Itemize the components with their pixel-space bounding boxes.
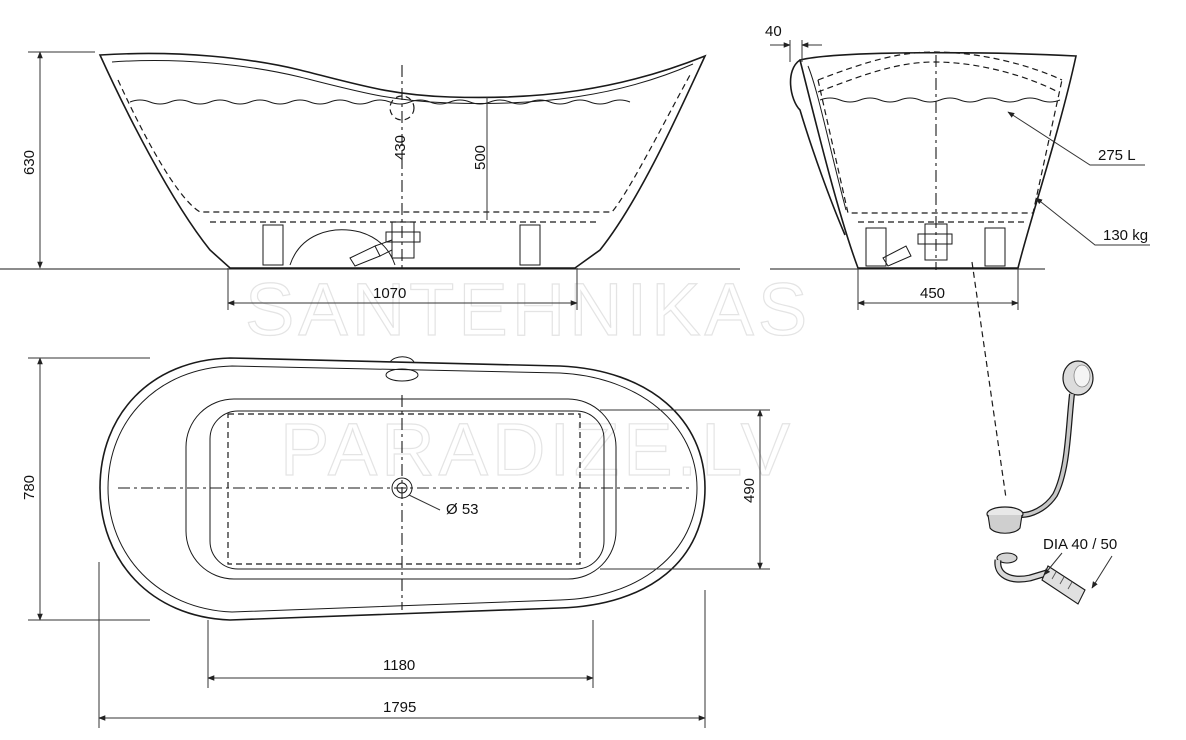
top-view-outer <box>99 357 706 621</box>
label-capacity: 275 L <box>1098 147 1136 164</box>
top-view-rim-inner <box>107 365 698 613</box>
side-view <box>0 51 740 310</box>
siphon-outlet <box>1041 565 1086 605</box>
leader-dia-1 <box>1043 552 1063 576</box>
end-view <box>770 40 1150 310</box>
leader-drain-diameter <box>408 494 441 511</box>
top-view-basin <box>185 398 617 580</box>
label-weight: 130 kg <box>1103 227 1148 244</box>
side-view-inner-rim <box>111 59 694 104</box>
label-base-length: 1070 <box>373 285 406 302</box>
label-water-height: 500 <box>472 145 489 170</box>
label-rim-offset: 40 <box>765 23 782 40</box>
leader-weight <box>1035 197 1150 246</box>
end-view-water-wave <box>819 97 1061 103</box>
end-view-outer-shell <box>799 51 1077 269</box>
end-view-leg-left <box>865 227 887 267</box>
drain-assembly-end <box>882 223 953 267</box>
top-view-overflow <box>385 368 419 382</box>
side-view-outer-shell <box>98 52 707 269</box>
label-drain-type: DIA 40 / 50 <box>1043 536 1117 553</box>
label-width-total: 780 <box>21 475 38 500</box>
leg-left <box>262 224 284 266</box>
top-view-basin-floor <box>209 410 605 570</box>
end-view-rim-roll <box>789 59 846 236</box>
water-level-wave <box>129 99 631 105</box>
drain-cutout <box>289 229 396 266</box>
end-view-inner-arch <box>817 51 1063 81</box>
side-view-inner-bottom <box>117 74 691 213</box>
label-drain-diameter: Ø 53 <box>446 501 479 518</box>
overflow-circle <box>389 95 415 121</box>
label-height-total: 630 <box>21 150 38 175</box>
watermark-line2: PARADIZE.LV <box>280 408 794 491</box>
drain-overflow-set <box>971 261 1113 605</box>
label-base-width: 450 <box>920 285 945 302</box>
top-view <box>28 356 770 728</box>
label-inner-width: 490 <box>741 478 758 503</box>
end-view-leg-right <box>984 227 1006 267</box>
drain-leader-dashed <box>971 261 1007 499</box>
label-overflow-height: 430 <box>392 135 409 160</box>
watermark-line1: SANTEHNIKAS <box>245 268 811 351</box>
label-inner-length: 1180 <box>383 657 415 674</box>
leader-dia-2 <box>1091 555 1113 589</box>
drain-assembly-side <box>349 221 421 267</box>
top-view-flat-bottom <box>227 413 581 565</box>
label-length-total: 1795 <box>383 699 416 716</box>
leg-right <box>519 224 541 266</box>
siphon-top <box>996 552 1018 564</box>
leader-capacity <box>1007 111 1145 166</box>
